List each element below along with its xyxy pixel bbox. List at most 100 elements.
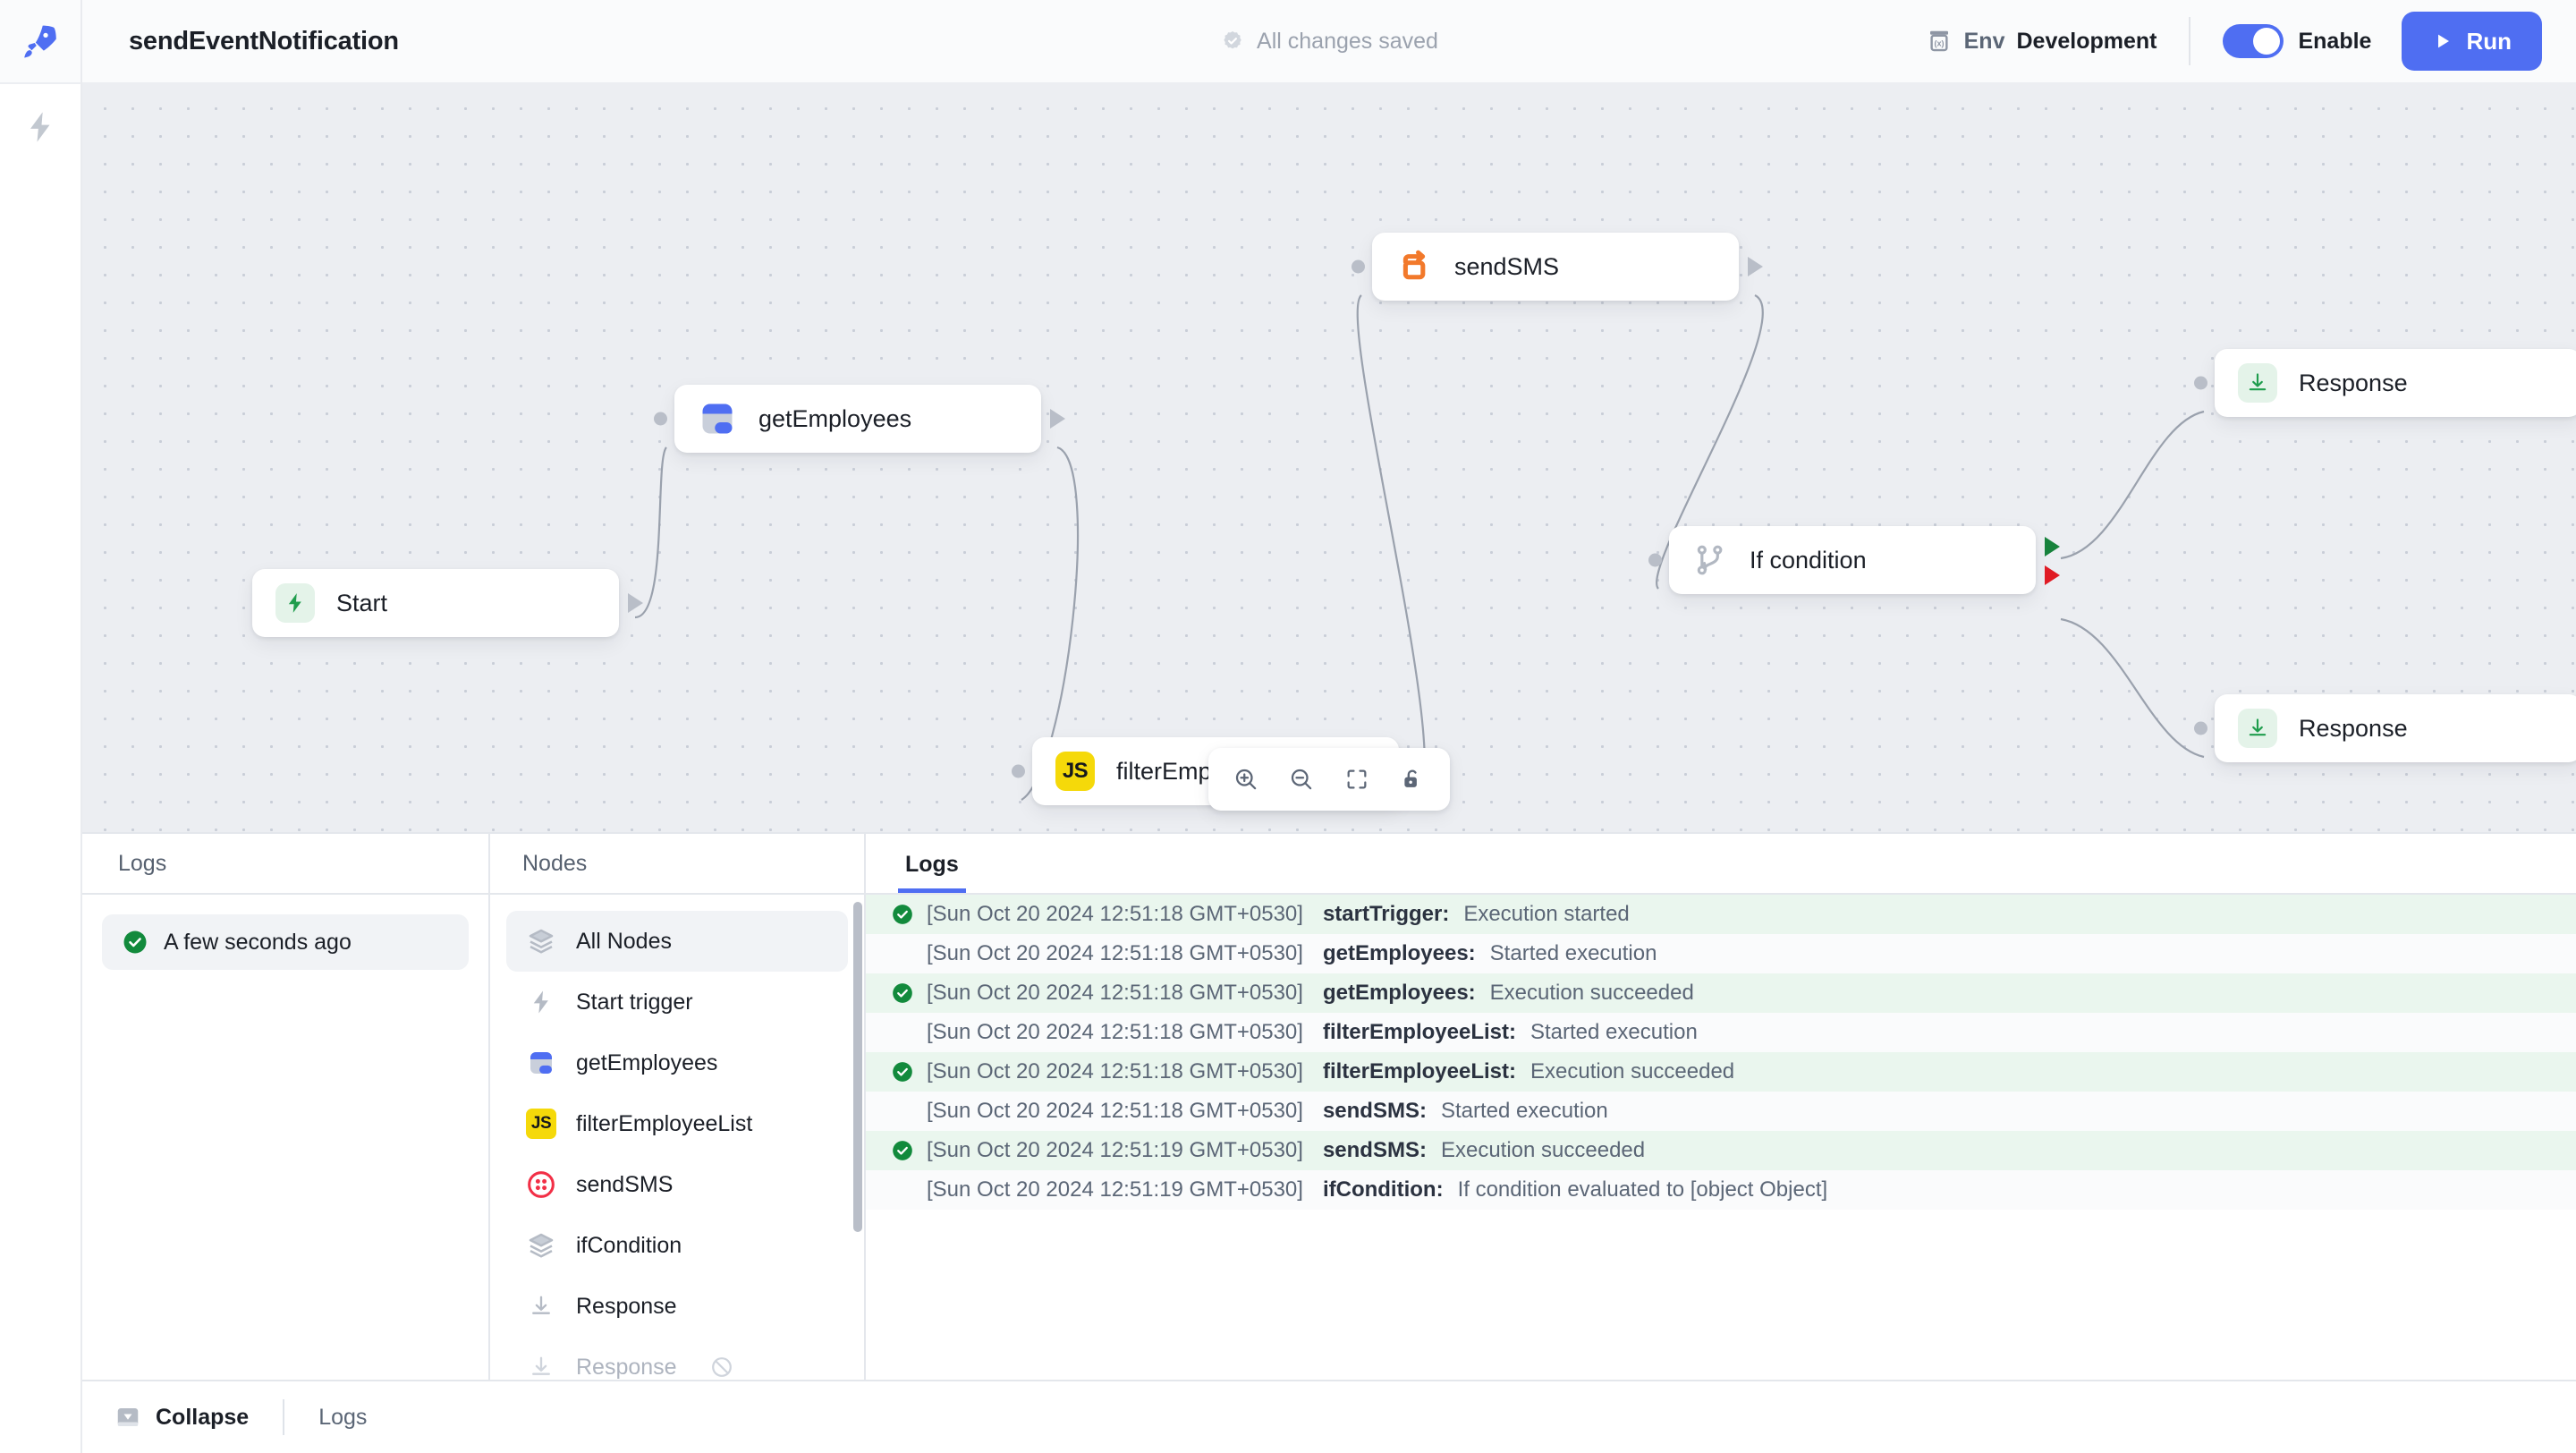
edge-filterEmployeeList-sendSMS (1356, 294, 1426, 802)
node-output-handle-true[interactable] (2045, 536, 2060, 557)
variable-icon: (x) (1929, 30, 1948, 52)
js-icon: JS (526, 1109, 556, 1139)
node-input-handle[interactable] (2194, 376, 2207, 390)
node-output-handle[interactable] (628, 593, 643, 613)
lightning-bolt-icon (30, 112, 50, 142)
log-message: Started execution (1489, 941, 1657, 965)
git-branch-icon (1692, 542, 1728, 578)
canvas-node-start[interactable]: Start (252, 569, 643, 637)
env-label: Env (1963, 28, 2005, 54)
canvas-node-label: Start (336, 589, 388, 616)
play-icon (2438, 34, 2450, 48)
enable-toggle[interactable] (2223, 24, 2284, 58)
nodes-list-item-start-trigger[interactable]: Start trigger (506, 972, 848, 1032)
nodes-list-item-response[interactable]: Response (506, 1276, 848, 1337)
nodes-list-item-label: sendSMS (576, 1171, 674, 1197)
enable-toggle-group[interactable]: Enable (2223, 24, 2371, 58)
canvas-node-sendSMS[interactable]: sendSMS (1352, 233, 1763, 301)
collapse-button[interactable]: Collapse (114, 1404, 283, 1431)
log-timestamp: [Sun Oct 20 2024 12:51:18 GMT+0530] (927, 941, 1303, 965)
app-logo[interactable] (0, 0, 80, 84)
toggle-knob (2253, 28, 2281, 55)
layers-icon (526, 926, 556, 956)
status-bar: Collapse Logs (82, 1380, 2576, 1453)
logs-tabbar: Logs (866, 834, 2576, 895)
download-icon (526, 1352, 556, 1380)
node-output-handle[interactable] (1050, 409, 1065, 429)
canvas-node-response-false[interactable]: Response (2194, 694, 2576, 762)
canvas-node-label: sendSMS (1454, 252, 1560, 280)
node-output-handle[interactable] (1748, 257, 1763, 276)
logs-detail-body: [Sun Oct 20 2024 12:51:18 GMT+0530] star… (866, 895, 2576, 1380)
zoom-in-icon[interactable] (1223, 756, 1269, 803)
edge-ifCondition-false-response (2060, 617, 2205, 759)
nodes-list-item-label: Start trigger (576, 989, 693, 1015)
nodes-list-item-response-disabled[interactable]: Response (506, 1337, 848, 1380)
save-status: All changes saved (1220, 29, 1438, 55)
run-list-item-label: A few seconds ago (164, 929, 352, 955)
runs-panel-header: Logs (82, 834, 488, 895)
env-value: Development (2016, 28, 2157, 54)
runs-panel: Logs A few seconds ago (82, 834, 490, 1380)
scrollbar-thumb[interactable] (853, 902, 862, 1232)
log-row: [Sun Oct 20 2024 12:51:18 GMT+0530] filt… (866, 1013, 2576, 1052)
zoom-out-icon[interactable] (1278, 756, 1325, 803)
canvas-node-ifCondition[interactable]: If condition (1648, 526, 2060, 594)
download-icon (2238, 709, 2277, 748)
node-input-handle[interactable] (2194, 721, 2207, 735)
node-input-handle[interactable] (654, 412, 667, 426)
status-bar-divider (283, 1399, 285, 1435)
nodes-list-item-sendSMS[interactable]: sendSMS (506, 1154, 848, 1215)
database-icon (526, 1048, 556, 1078)
canvas-node-response-true[interactable]: Response (2194, 349, 2576, 417)
success-check-icon (123, 930, 147, 954)
canvas-node-getEmployees[interactable]: getEmployees (654, 385, 1065, 453)
log-timestamp: [Sun Oct 20 2024 12:51:18 GMT+0530] (927, 981, 1303, 1005)
log-node-name: getEmployees: (1322, 941, 1476, 965)
nodes-panel-scrollbar[interactable] (853, 902, 862, 1348)
nodes-list-item-label: getEmployees (576, 1049, 718, 1075)
log-message: Execution succeeded (1530, 1059, 1735, 1083)
nodes-list-item-label: All Nodes (576, 928, 672, 954)
repeat-arrow-icon (1395, 248, 1433, 285)
nodes-list-item-label: filterEmployeeList (576, 1110, 753, 1136)
nodes-list-item-all[interactable]: All Nodes (506, 911, 848, 972)
run-button[interactable]: Run (2402, 12, 2542, 71)
status-bar-logs-link[interactable]: Logs (318, 1404, 368, 1430)
tab-logs[interactable]: Logs (898, 852, 966, 893)
log-row: [Sun Oct 20 2024 12:51:18 GMT+0530] getE… (866, 934, 2576, 973)
page-title: sendEventNotification (129, 26, 399, 55)
node-input-handle[interactable] (1352, 259, 1365, 274)
download-icon (526, 1291, 556, 1321)
log-row: [Sun Oct 20 2024 12:51:19 GMT+0530] send… (866, 1131, 2576, 1170)
log-node-name: filterEmployeeList: (1322, 1059, 1516, 1083)
node-input-handle[interactable] (1012, 764, 1025, 778)
database-icon (698, 399, 737, 438)
nodes-list-item-label: Response (576, 1354, 677, 1380)
flow-canvas[interactable]: Start getEmployees JS filterEmp (82, 84, 2576, 832)
lock-icon[interactable] (1389, 756, 1436, 803)
fit-view-icon[interactable] (1334, 756, 1380, 803)
svg-text:(x): (x) (1934, 39, 1944, 48)
run-list-item[interactable]: A few seconds ago (102, 914, 469, 970)
node-output-handle-false[interactable] (2045, 565, 2060, 585)
nodes-panel: Nodes All Nodes (490, 834, 866, 1380)
nodes-list-item-getEmployees[interactable]: getEmployees (506, 1032, 848, 1093)
log-message: If condition evaluated to [object Object… (1457, 1177, 1828, 1202)
success-check-icon (891, 981, 927, 1005)
nodes-list-item-ifCondition[interactable]: ifCondition (506, 1215, 848, 1276)
logs-detail-panel: Logs [Sun Oct 20 2024 12:51:18 GMT+0530]… (866, 834, 2576, 1380)
edge-start-getEmployees (634, 446, 667, 619)
log-node-name: getEmployees: (1322, 981, 1476, 1005)
sidebar-item-workflows[interactable] (0, 84, 80, 170)
nodes-list-item-filterEmployeeList[interactable]: JS filterEmployeeList (506, 1093, 848, 1154)
lightning-bolt-icon (275, 583, 315, 623)
log-node-name: ifCondition: (1322, 1177, 1444, 1202)
log-timestamp: [Sun Oct 20 2024 12:51:18 GMT+0530] (927, 1099, 1303, 1123)
log-message: Started execution (1530, 1020, 1698, 1044)
log-message: Execution succeeded (1440, 1138, 1646, 1162)
node-input-handle[interactable] (1648, 553, 1662, 567)
env-selector[interactable]: (x) Env Development (1926, 28, 2190, 55)
nodes-panel-body[interactable]: All Nodes Start trigger (490, 895, 864, 1380)
